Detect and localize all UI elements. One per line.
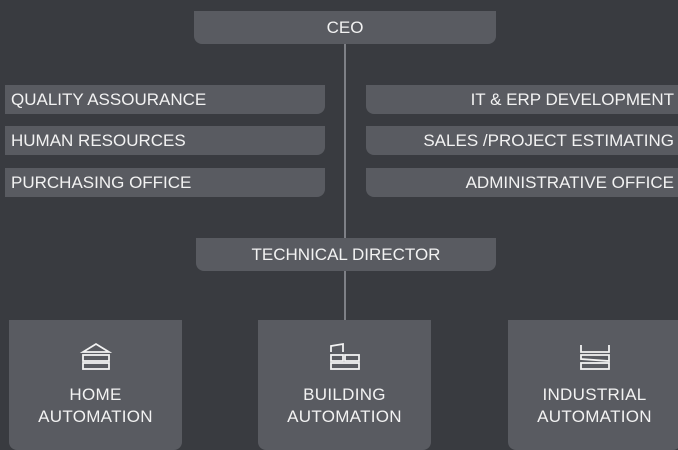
division-building-automation: BUILDING AUTOMATION <box>258 320 431 450</box>
department-sales-project-estimating: SALES /PROJECT ESTIMATING <box>366 126 678 155</box>
division-label: INDUSTRIAL AUTOMATION <box>537 385 652 426</box>
department-quality-assurance: QUALITY ASSOURANCE <box>5 85 325 114</box>
department-administrative-office: ADMINISTRATIVE OFFICE <box>366 168 678 197</box>
division-industrial-automation: INDUSTRIAL AUTOMATION <box>508 320 678 450</box>
department-purchasing-office: PURCHASING OFFICE <box>5 168 325 197</box>
division-label: BUILDING AUTOMATION <box>287 385 402 426</box>
house-icon <box>79 342 112 370</box>
department-it-erp-development: IT & ERP DEVELOPMENT <box>366 85 678 114</box>
factory-icon <box>579 345 610 370</box>
division-label: HOME AUTOMATION <box>38 385 153 426</box>
ceo-box: CEO <box>194 11 496 44</box>
connector-director-to-divisions <box>344 271 346 320</box>
technical-director-box: TECHNICAL DIRECTOR <box>196 238 496 271</box>
building-icon <box>329 342 360 370</box>
department-human-resources: HUMAN RESOURCES <box>5 126 325 155</box>
connector-ceo-to-director <box>344 44 346 238</box>
division-home-automation: HOME AUTOMATION <box>9 320 182 450</box>
